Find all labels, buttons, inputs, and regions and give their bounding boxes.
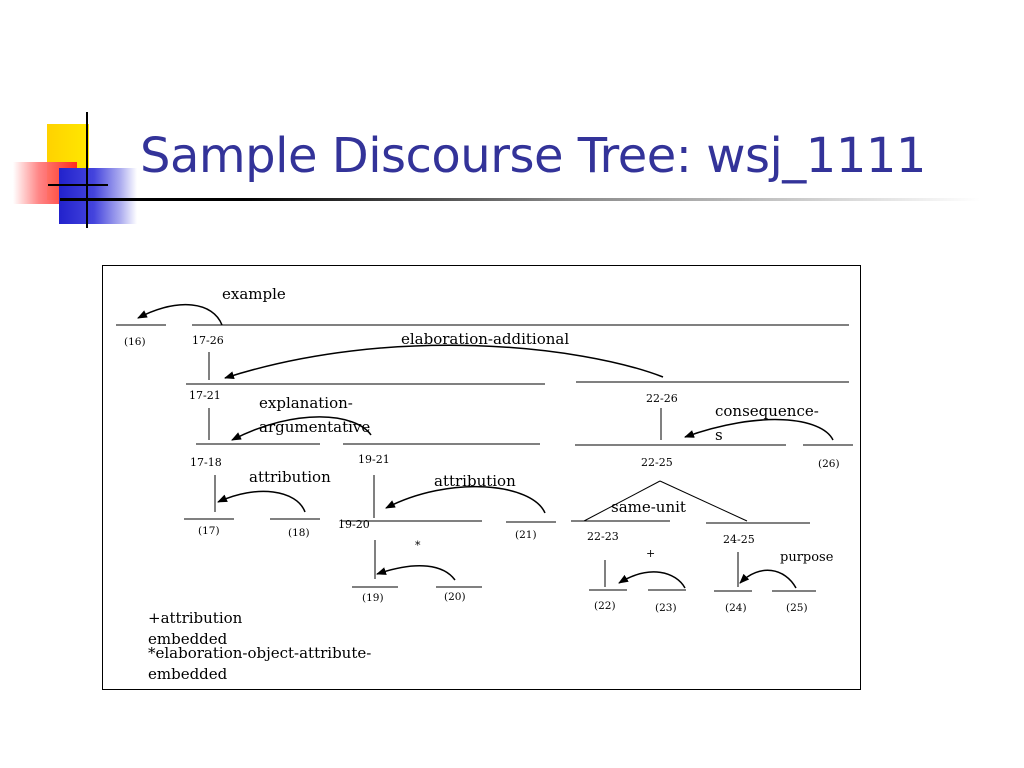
relation-star-mark: * [415, 539, 421, 552]
arrow-example [137, 303, 223, 326]
relation-plus-mark: + [646, 547, 655, 560]
leaf-label-26: (26) [818, 458, 840, 470]
arrow-attribution-embedded [618, 571, 686, 589]
relation-same-unit: same-unit [611, 498, 686, 516]
relation-attribution-mid: attribution [434, 472, 516, 490]
arrow-purpose [739, 569, 797, 589]
relation-arrows [137, 303, 834, 589]
span-label-22-25: 22-25 [641, 456, 673, 469]
span-label-19-21: 19-21 [358, 453, 390, 466]
leaf-label-23: (23) [655, 602, 677, 614]
span-label-22-23: 22-23 [587, 530, 619, 543]
leaf-label-18: (18) [288, 527, 310, 539]
leaf-label-19: (19) [362, 592, 384, 604]
leaf-label-22: (22) [594, 600, 616, 612]
span-label-17-26: 17-26 [192, 334, 224, 347]
arrow-consequence [684, 418, 834, 441]
leaf-label-21: (21) [515, 529, 537, 541]
same-unit-left [583, 480, 661, 522]
arrow-attribution-17-18 [217, 490, 306, 513]
leaf-label-20: (20) [444, 591, 466, 603]
relation-example: example [222, 285, 286, 303]
title-underline [60, 198, 980, 201]
leaf-label-25: (25) [786, 602, 808, 614]
legend-plus-line2: embedded [148, 630, 228, 648]
leaf-label-16: (16) [124, 336, 146, 348]
logo-vertical-line [86, 112, 88, 228]
legend-star-line2: embedded [148, 665, 228, 683]
relation-elaboration-additional: elaboration-additional [401, 330, 569, 348]
diagram-frame [102, 265, 861, 690]
same-unit-right [659, 480, 748, 522]
leaf-label-24: (24) [725, 602, 747, 614]
legend-plus-line1: +attribution [148, 609, 243, 627]
logo-horizontal-line [48, 184, 108, 186]
span-label-24-25: 24-25 [723, 533, 755, 546]
slide-title: Sample Discourse Tree: wsj_1111 [140, 128, 926, 184]
span-label-19-20: 19-20 [338, 518, 370, 531]
tree-lines [116, 324, 853, 592]
span-label-17-21: 17-21 [189, 389, 221, 402]
arrow-elaboration-object [376, 564, 456, 581]
arrow-elaboration-additional [224, 344, 664, 380]
arrow-explanation-argumentative [231, 416, 372, 441]
relation-consequence-line1: consequence- [715, 402, 819, 420]
arrow-attribution-19-21 [385, 485, 546, 514]
span-label-17-18: 17-18 [190, 456, 222, 469]
relation-explanation-line2: argumentative [259, 418, 370, 436]
span-label-22-26: 22-26 [646, 392, 678, 405]
relation-purpose: purpose [780, 550, 834, 565]
leaf-label-17: (17) [198, 525, 220, 537]
relation-explanation-line1: explanation- [259, 394, 353, 412]
logo-blue-square [59, 168, 137, 224]
relation-consequence-line2: s [715, 426, 723, 444]
legend-star-line1: *elaboration-object-attribute- [148, 644, 371, 662]
relation-attribution-left: attribution [249, 468, 331, 486]
